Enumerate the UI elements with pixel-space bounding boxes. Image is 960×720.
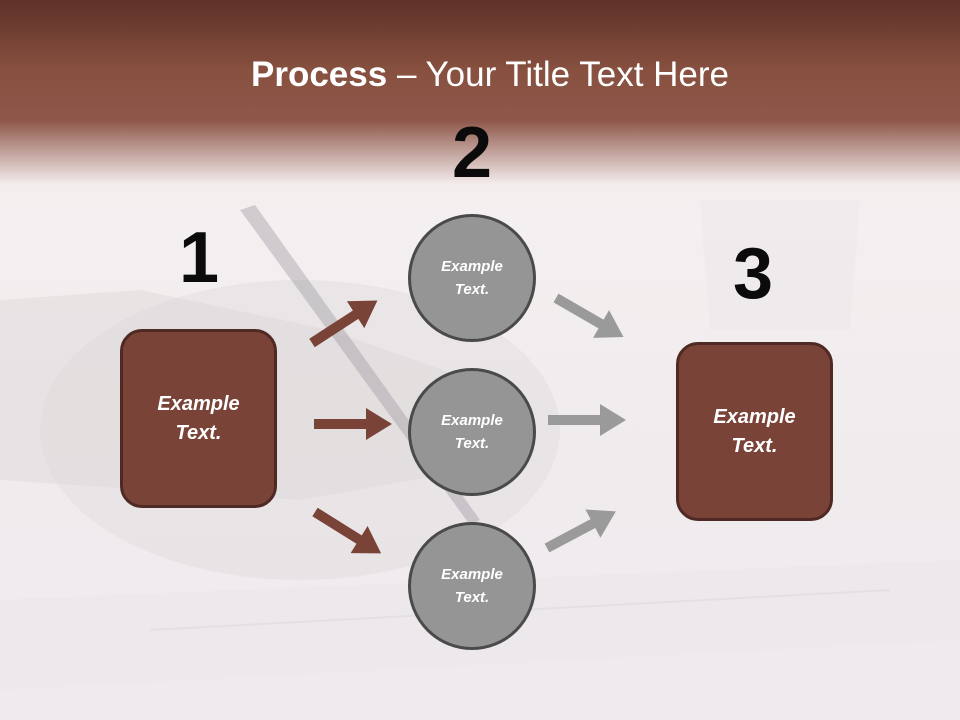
- title-bold: Process: [251, 55, 388, 94]
- arrow-right-icon: [306, 498, 390, 567]
- step-number-1: 1: [178, 218, 220, 298]
- step-3-box: Example Text.: [676, 342, 833, 521]
- slide-title: Process – Your Title Text Here: [0, 54, 960, 96]
- circle-top-text: Example Text.: [441, 258, 503, 298]
- arrow-right-icon: [548, 404, 626, 436]
- arrow-right-icon: [303, 287, 387, 357]
- circle-bottom-text: Example Text.: [441, 566, 503, 606]
- step-2-circle-bottom: Example Text.: [408, 522, 536, 650]
- step-number-3: 3: [732, 234, 774, 314]
- step-number-2: 2: [451, 113, 493, 193]
- step-2-circle-top: Example Text.: [408, 214, 536, 342]
- arrow-right-icon: [539, 497, 624, 563]
- step-2-circle-middle: Example Text.: [408, 368, 536, 496]
- arrow-right-icon: [314, 408, 392, 440]
- step-3-text: Example Text.: [713, 405, 796, 457]
- circle-middle-text: Example Text.: [441, 412, 503, 452]
- arrow-right-icon: [548, 284, 632, 351]
- step-1-text: Example Text.: [157, 392, 240, 444]
- title-rest: – Your Title Text Here: [387, 55, 729, 94]
- step-1-box: Example Text.: [120, 329, 277, 508]
